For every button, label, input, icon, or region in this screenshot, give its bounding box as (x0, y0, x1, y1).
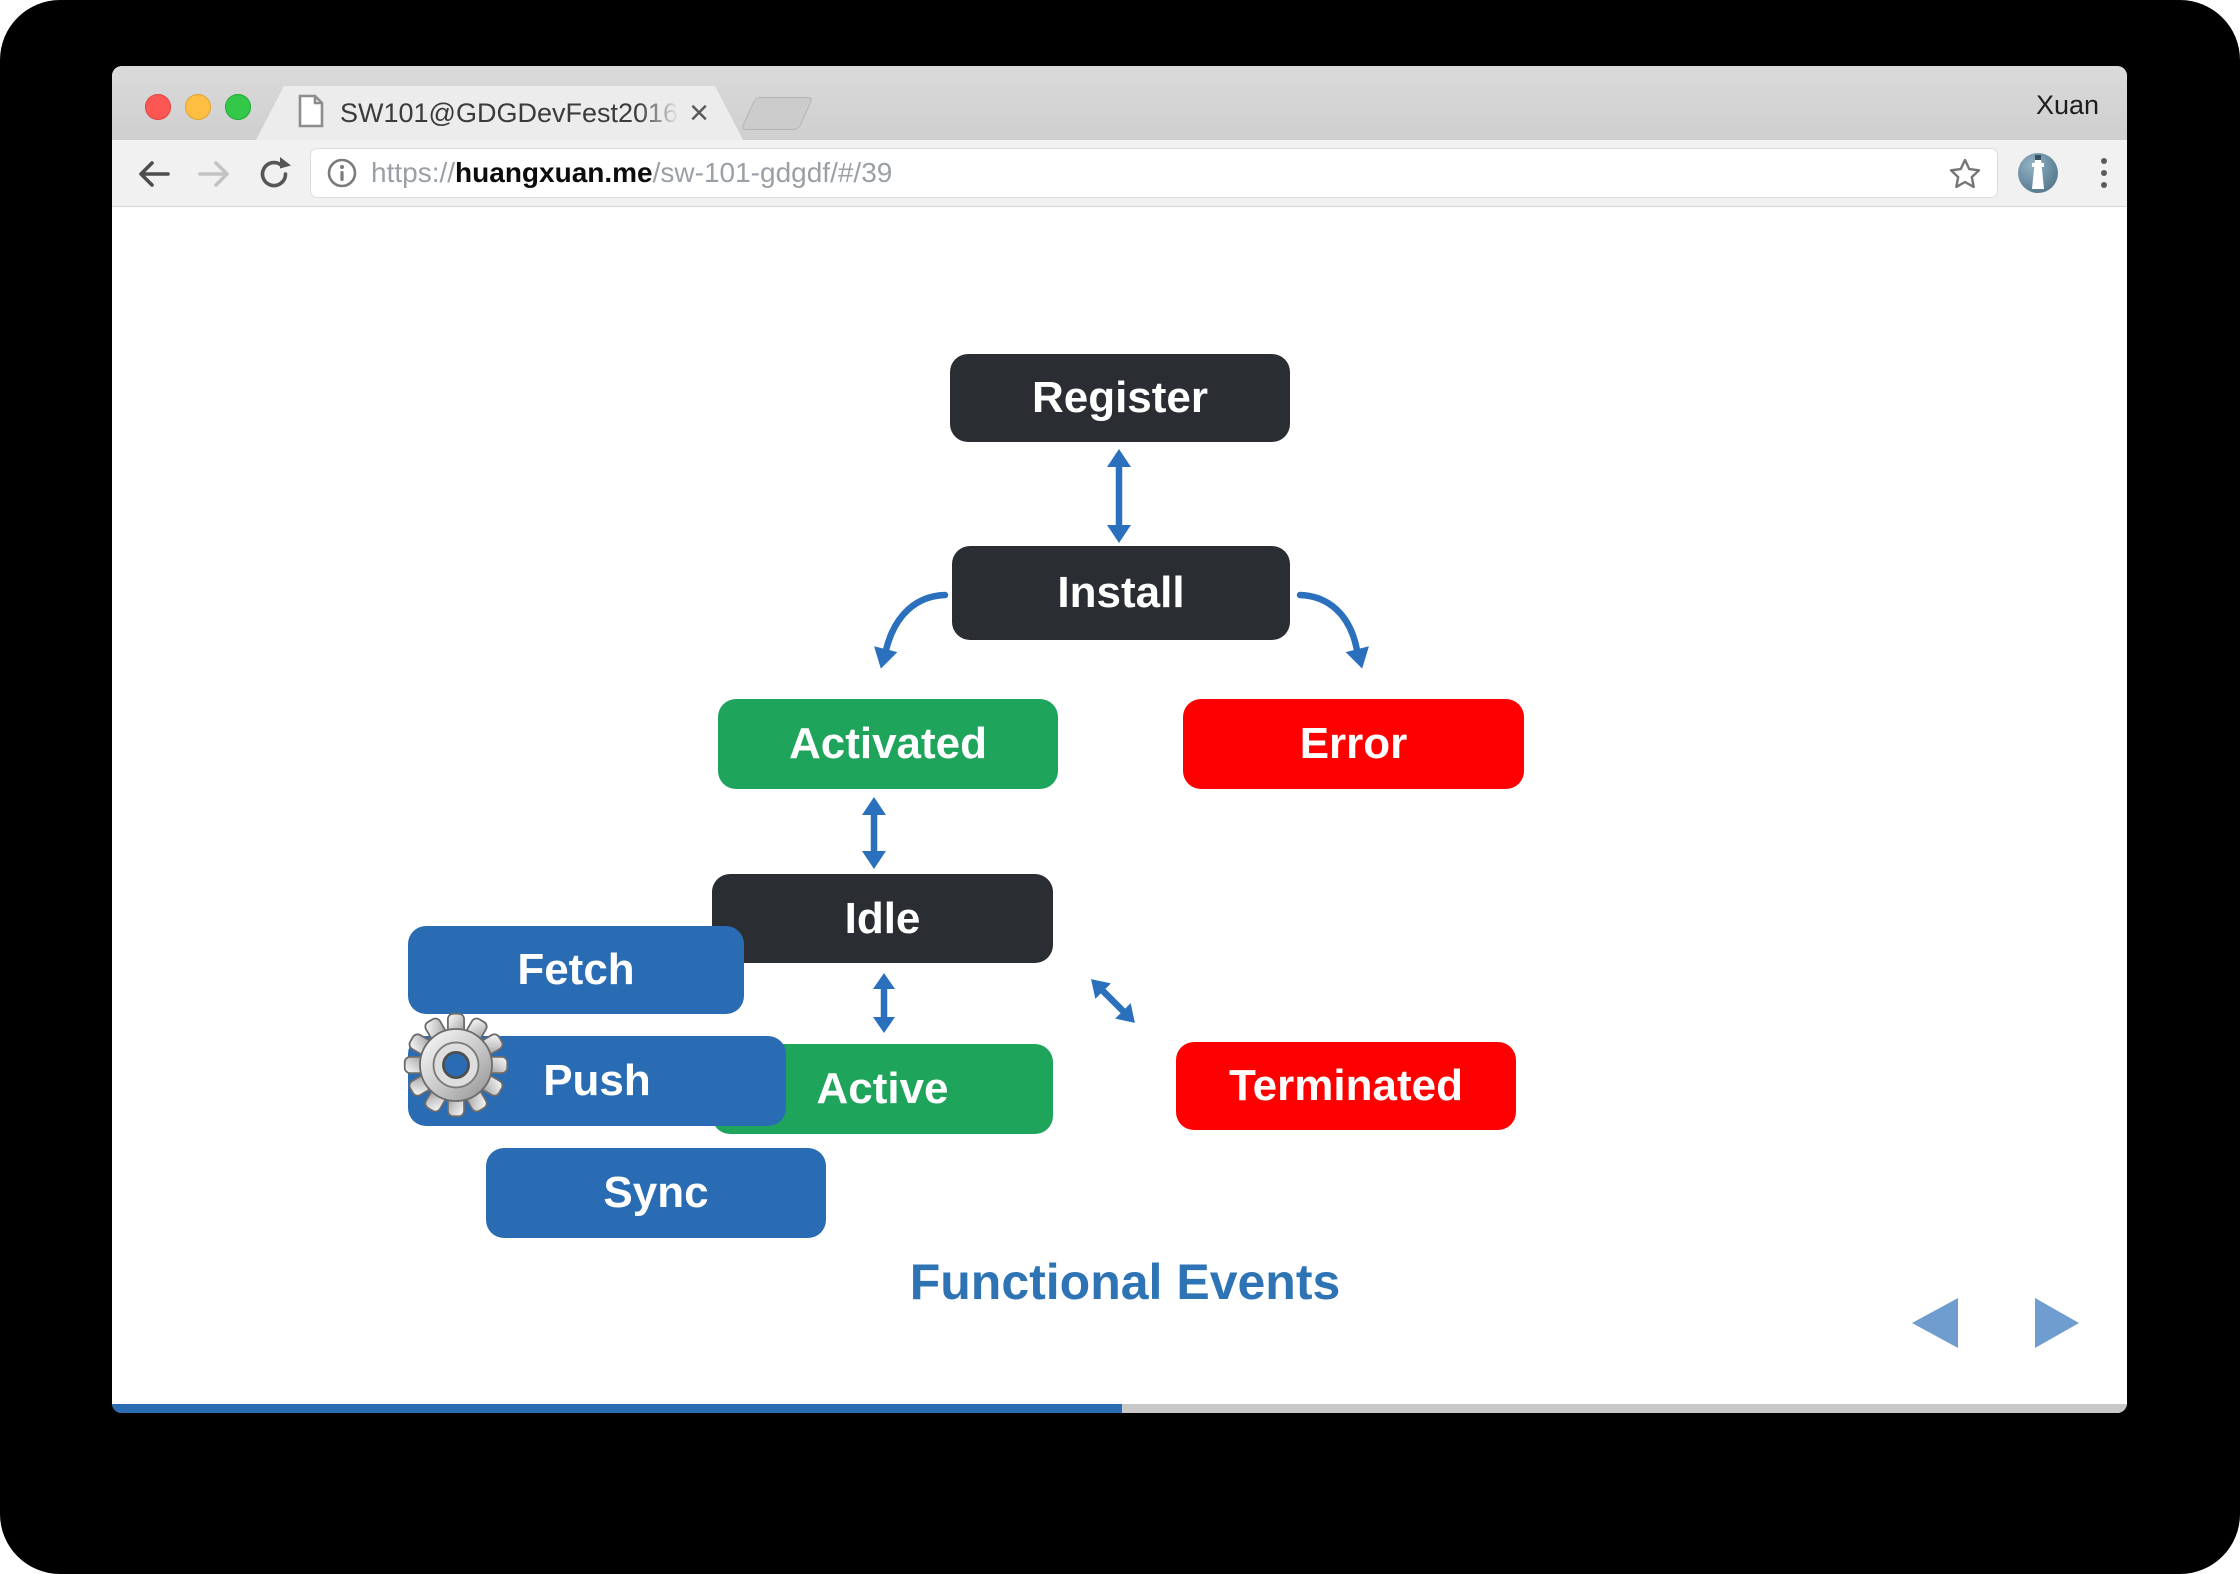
slide-progress-fill (112, 1404, 1122, 1413)
arrow-register-install (1107, 449, 1131, 543)
minimize-window-button[interactable] (185, 94, 211, 120)
url-domain: huangxuan.me (455, 157, 653, 188)
state-terminated: Terminated (1176, 1042, 1516, 1130)
menu-three-dots-icon[interactable] (2084, 152, 2124, 194)
url-path: /sw-101-gdgdf/#/39 (652, 157, 893, 188)
state-idle: Idle (712, 874, 1053, 963)
reload-icon[interactable] (254, 154, 294, 194)
page-favicon-icon (296, 94, 326, 133)
slide-progress-bar[interactable] (112, 1404, 2127, 1413)
tab-strip: SW101@GDGDevFest2016 - ( × Xuan (112, 66, 2127, 140)
arrow-idle-active (873, 973, 895, 1033)
extension-lighthouse-icon[interactable] (2016, 151, 2060, 195)
new-tab-button[interactable] (740, 97, 814, 130)
event-sync: Sync (486, 1148, 826, 1238)
url-scheme: https:// (371, 157, 456, 188)
event-fetch: Fetch (408, 926, 744, 1014)
browser-window: SW101@GDGDevFest2016 - ( × Xuan (112, 66, 2127, 1413)
browser-tab[interactable]: SW101@GDGDevFest2016 - ( × (256, 86, 743, 140)
url-text: https://huangxuan.me/sw-101-gdgdf/#/39 (371, 157, 892, 189)
forward-icon[interactable] (194, 154, 234, 194)
state-install: Install (952, 546, 1290, 640)
arrow-install-error (1296, 591, 1369, 669)
state-register: Register (950, 354, 1290, 442)
arrow-idle-terminated (1091, 979, 1135, 1023)
slide-content: Register Install Activated Error (112, 207, 2127, 1404)
gear-icon (403, 1012, 509, 1118)
next-slide-button[interactable] (2035, 1298, 2079, 1348)
zoom-window-button[interactable] (225, 94, 251, 120)
browser-toolbar: https://huangxuan.me/sw-101-gdgdf/#/39 (112, 140, 2127, 207)
tab-close-icon[interactable]: × (689, 94, 709, 132)
slide-caption: Functional Events (909, 1254, 1341, 1310)
close-window-button[interactable] (145, 94, 171, 120)
state-activated: Activated (718, 699, 1058, 789)
address-bar[interactable]: https://huangxuan.me/sw-101-gdgdf/#/39 (310, 148, 1998, 198)
tab-title: SW101@GDGDevFest2016 - ( (340, 97, 680, 129)
profile-name[interactable]: Xuan (2035, 90, 2099, 120)
back-icon[interactable] (134, 154, 174, 194)
state-error: Error (1183, 699, 1524, 789)
arrow-activated-idle (862, 797, 886, 869)
bookmark-star-icon[interactable] (1947, 156, 1983, 192)
site-info-icon[interactable] (325, 156, 359, 190)
prev-slide-button[interactable] (1912, 1298, 1958, 1348)
arrow-install-activated (874, 591, 949, 669)
